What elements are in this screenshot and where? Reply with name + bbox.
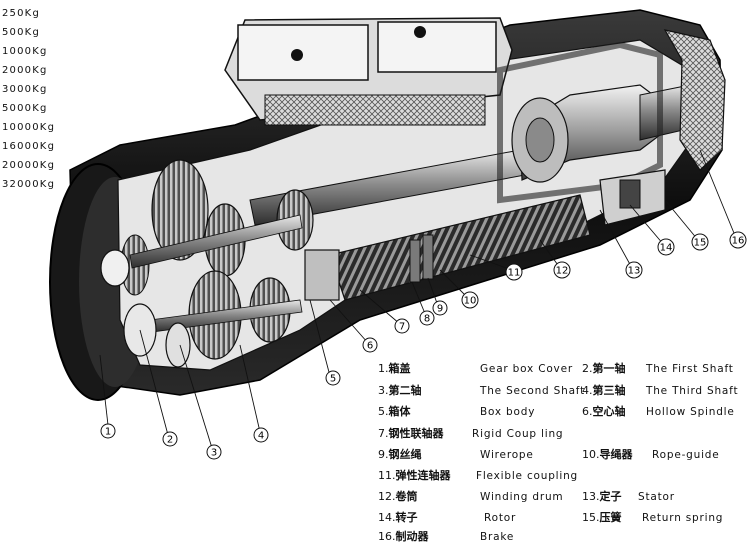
capacity-item: 32000Kg: [2, 179, 56, 190]
legend-num: 7.: [378, 427, 389, 440]
callout-number: 8: [424, 314, 430, 325]
capacity-item: 2000Kg: [2, 65, 48, 76]
callout-number: 5: [330, 374, 336, 385]
legend-en: Return spring: [642, 512, 724, 524]
legend-cn: 制动器: [395, 530, 429, 543]
legend-num: 10.: [582, 448, 600, 461]
legend-num: 14.: [378, 511, 396, 524]
capacity-item: 20000Kg: [2, 160, 56, 171]
callout-number: 2: [167, 435, 173, 446]
callout-number: 10: [464, 296, 477, 307]
legend-num: 12.: [378, 490, 396, 503]
legend-en: Rope-guide: [652, 449, 720, 461]
legend-cn: 第二轴: [388, 384, 422, 397]
capacity-item: 500Kg: [2, 27, 40, 38]
legend-en: The Third Shaft: [646, 385, 739, 397]
callout-number: 9: [437, 304, 443, 315]
capacity-item: 10000Kg: [2, 122, 56, 133]
legend-cn: 弹性连轴器: [395, 469, 451, 482]
legend-en: Hollow Spindle: [646, 406, 735, 418]
legend-cn: 箱体: [388, 405, 411, 418]
callout-number: 13: [628, 266, 641, 277]
legend-num: 16.: [378, 530, 396, 543]
legend-item: 10.导绳器: [582, 448, 633, 462]
capacity-item: 16000Kg: [2, 141, 56, 152]
legend-cn: 卷筒: [395, 490, 418, 503]
legend-en: The First Shaft: [646, 363, 734, 375]
legend-en: Rotor: [484, 512, 517, 524]
legend-item: 9.钢丝绳: [378, 448, 422, 462]
capacity-item: 3000Kg: [2, 84, 48, 95]
legend-item: 1.箱盖: [378, 362, 411, 376]
legend-cn: 箱盖: [388, 362, 411, 375]
legend-num: 4.: [582, 384, 593, 397]
legend-cn: 第三轴: [592, 384, 626, 397]
legend-item: 14.转子: [378, 511, 418, 525]
legend-num: 13.: [582, 490, 600, 503]
callout-number: 16: [732, 236, 745, 247]
legend-num: 5.: [378, 405, 389, 418]
legend-en: Wirerope: [480, 449, 534, 461]
callout-number: 1: [105, 427, 111, 438]
legend-en: Rigid Coup ling: [472, 428, 564, 440]
legend-en: Flexible coupling: [476, 470, 579, 482]
callout-number: 14: [660, 243, 673, 254]
legend-item: 7.钢性联轴器: [378, 427, 444, 441]
legend-cn: 压簧: [599, 511, 622, 524]
legend-item: 3.第二轴: [378, 384, 422, 398]
legend-cn: 钢性联轴器: [388, 427, 444, 440]
legend-cn: 第一轴: [592, 362, 626, 375]
legend-item: 6.空心轴: [582, 405, 626, 419]
legend-num: 3.: [378, 384, 389, 397]
legend-item: 11.弹性连轴器: [378, 469, 451, 483]
legend-cn: 导绳器: [599, 448, 633, 461]
legend-num: 11.: [378, 469, 396, 482]
callout-number: 12: [556, 266, 569, 277]
legend-en: Brake: [480, 531, 515, 543]
legend-num: 2.: [582, 362, 593, 375]
callout-number: 11: [508, 268, 521, 279]
callout-number: 15: [694, 238, 707, 249]
legend-item: 2.第一轴: [582, 362, 626, 376]
legend-item: 15.压簧: [582, 511, 622, 525]
legend-cn: 钢丝绳: [388, 448, 422, 461]
legend-item: 12.卷筒: [378, 490, 418, 504]
legend-en: Winding drum: [480, 491, 564, 503]
legend-en: The Second Shaft: [480, 385, 586, 397]
legend-num: 1.: [378, 362, 389, 375]
callout-number: 6: [367, 341, 373, 352]
legend-en: Box body: [480, 406, 536, 418]
callout-number: 7: [399, 322, 405, 333]
callout-number: 4: [258, 431, 264, 442]
legend-cn: 转子: [395, 511, 418, 524]
legend-cn: 定子: [599, 490, 622, 503]
capacity-item: 1000Kg: [2, 46, 48, 57]
legend-item: 16.制动器: [378, 530, 429, 544]
legend-en: Stator: [638, 491, 675, 503]
legend-cn: 空心轴: [592, 405, 626, 418]
legend-en: Gear box Cover: [480, 363, 573, 375]
legend-num: 9.: [378, 448, 389, 461]
legend-num: 15.: [582, 511, 600, 524]
callout-number: 3: [211, 448, 217, 459]
legend-item: 5.箱体: [378, 405, 411, 419]
capacity-item: 5000Kg: [2, 103, 48, 114]
legend-item: 4.第三轴: [582, 384, 626, 398]
legend-num: 6.: [582, 405, 593, 418]
capacity-item: 250Kg: [2, 8, 40, 19]
legend-item: 13.定子: [582, 490, 622, 504]
